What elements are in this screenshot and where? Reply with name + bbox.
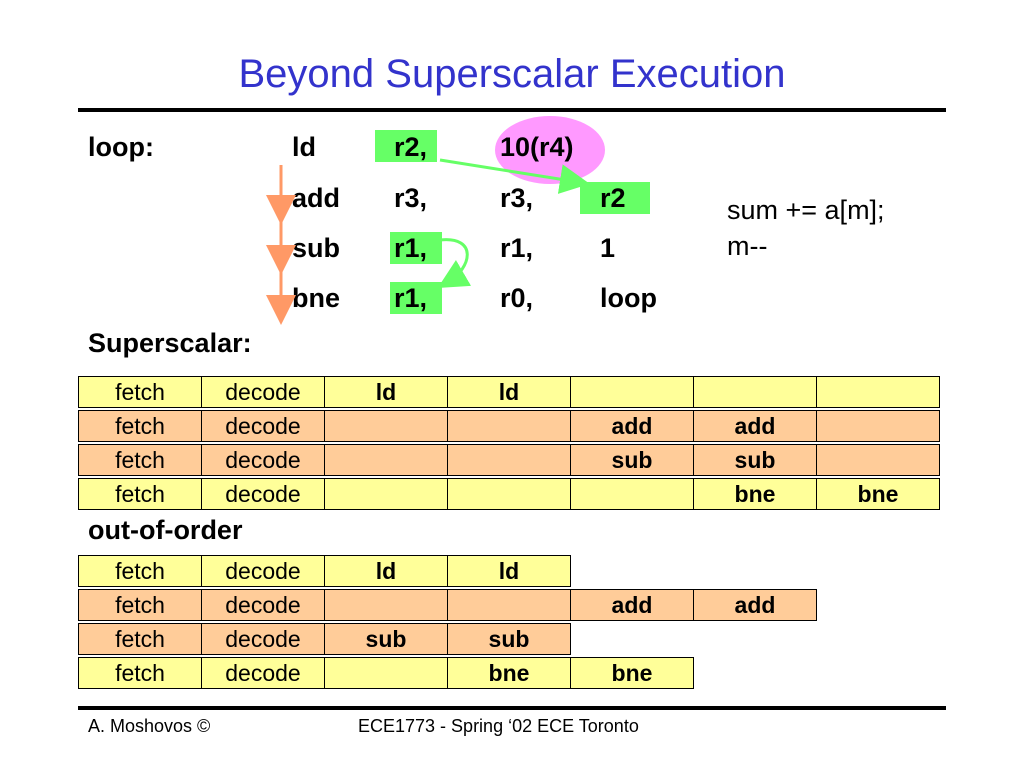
operand-b-add: r3,	[500, 183, 534, 213]
superscalar-cell	[816, 444, 940, 476]
out-of-order-cell: sub	[447, 623, 571, 655]
superscalar-cell: ld	[324, 376, 448, 408]
r1-dependency-arrow	[437, 238, 472, 289]
superscalar-heading: Superscalar:	[88, 328, 252, 358]
comment-line-2: m--	[727, 231, 768, 261]
out-of-order-cell: decode	[201, 657, 325, 689]
operand-c-bne: loop	[600, 283, 657, 313]
op-bne: bne	[292, 283, 341, 313]
out-of-order-cell: decode	[201, 555, 325, 587]
superscalar-cell: bne	[816, 478, 940, 510]
superscalar-cell: add	[693, 410, 817, 442]
slide-title: Beyond Superscalar Execution	[238, 52, 786, 96]
out-of-order-cell: fetch	[78, 555, 202, 587]
r2-dest-highlight	[375, 130, 437, 162]
r1-sub-highlight	[390, 232, 442, 264]
footer-course: ECE1773 - Spring ‘02 ECE Toronto	[358, 716, 639, 736]
superscalar-cell	[447, 478, 571, 510]
superscalar-cell: fetch	[78, 410, 202, 442]
op-sub: sub	[292, 233, 341, 263]
superscalar-cell	[324, 410, 448, 442]
superscalar-cell: decode	[201, 478, 325, 510]
top-rule	[78, 108, 946, 112]
r2-source-highlight	[580, 182, 650, 214]
superscalar-cell	[447, 410, 571, 442]
superscalar-cell: sub	[693, 444, 817, 476]
out-of-order-cell	[324, 589, 448, 621]
out-of-order-cell: bne	[570, 657, 694, 689]
out-of-order-cell	[324, 657, 448, 689]
superscalar-cell	[324, 478, 448, 510]
out-of-order-cell: ld	[324, 555, 448, 587]
operand-a-add: r3,	[394, 183, 428, 213]
superscalar-cell	[816, 376, 940, 408]
out-of-order-cell: fetch	[78, 657, 202, 689]
superscalar-cell: fetch	[78, 444, 202, 476]
superscalar-cell	[816, 410, 940, 442]
out-of-order-cell: add	[693, 589, 817, 621]
operand-b-sub: r1,	[500, 233, 534, 263]
out-of-order-cell: decode	[201, 623, 325, 655]
superscalar-cell	[447, 444, 571, 476]
r1-bne-highlight	[390, 282, 442, 314]
operand-c-sub: 1	[600, 233, 616, 263]
out-of-order-cell: fetch	[78, 589, 202, 621]
operand-a-sub: r1,	[394, 233, 428, 263]
out-of-order-cell: sub	[324, 623, 448, 655]
superscalar-cell: ld	[447, 376, 571, 408]
out-of-order-cell: add	[570, 589, 694, 621]
bottom-rule	[78, 706, 946, 710]
superscalar-cell: fetch	[78, 478, 202, 510]
loop-label: loop:	[88, 132, 154, 162]
superscalar-cell	[693, 376, 817, 408]
op-add: add	[292, 183, 341, 213]
operand-c-add: r2	[600, 183, 626, 213]
superscalar-cell: fetch	[78, 376, 202, 408]
operand-b-ld: 10(r4)	[500, 132, 574, 162]
operand-b-bne: r0,	[500, 283, 534, 313]
superscalar-cell	[570, 376, 694, 408]
footer-author: A. Moshovos ©	[88, 716, 211, 736]
superscalar-cell: decode	[201, 444, 325, 476]
out-of-order-cell: fetch	[78, 623, 202, 655]
superscalar-cell	[570, 478, 694, 510]
superscalar-cell: sub	[570, 444, 694, 476]
out-of-order-cell: decode	[201, 589, 325, 621]
comment-line-1: sum += a[m];	[727, 195, 885, 225]
superscalar-cell: decode	[201, 376, 325, 408]
superscalar-cell	[324, 444, 448, 476]
op-ld: ld	[292, 132, 316, 162]
operand-a-bne: r1,	[394, 283, 428, 313]
superscalar-cell: bne	[693, 478, 817, 510]
r2-dependency-arrow	[439, 158, 590, 194]
superscalar-cell: decode	[201, 410, 325, 442]
out-of-order-cell: bne	[447, 657, 571, 689]
operand-a-ld: r2,	[394, 132, 428, 162]
out-of-order-heading: out-of-order	[88, 515, 243, 545]
out-of-order-cell: ld	[447, 555, 571, 587]
out-of-order-cell	[447, 589, 571, 621]
superscalar-cell: add	[570, 410, 694, 442]
